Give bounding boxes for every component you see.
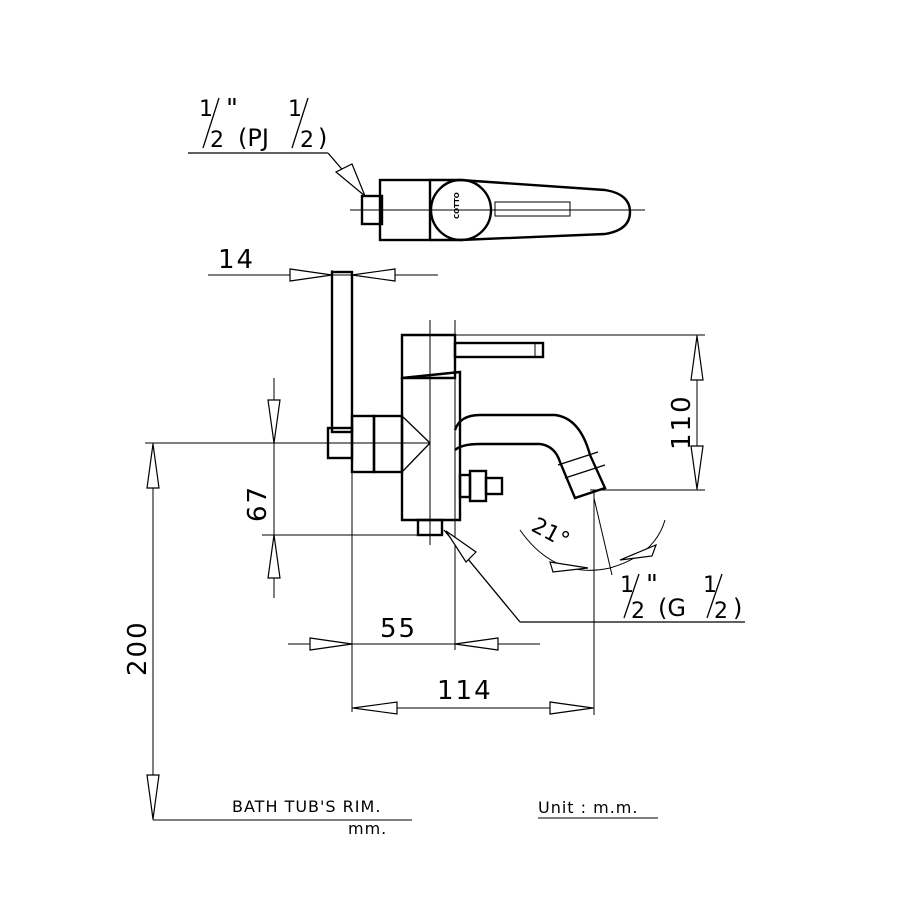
inlet-frac-bottom: 2 bbox=[210, 128, 224, 153]
unit-label: Unit : m.m. bbox=[538, 798, 638, 817]
side-body bbox=[400, 370, 462, 522]
dimension-14-value: 14 bbox=[218, 245, 255, 275]
dimension-67-value: 67 bbox=[243, 485, 273, 522]
spout bbox=[453, 413, 607, 500]
dimension-114-value: 114 bbox=[437, 676, 493, 706]
dimension-110: 110 bbox=[455, 334, 705, 491]
dimension-200: 200 bbox=[123, 442, 262, 820]
outlet-close: ) bbox=[733, 594, 742, 622]
inlet-quote: " bbox=[226, 94, 238, 124]
side-handle-base bbox=[400, 333, 457, 380]
outlet-quote: " bbox=[646, 570, 658, 600]
outlet-frac-bottom: 2 bbox=[631, 599, 645, 624]
dimension-14: 14 bbox=[208, 245, 438, 282]
dimension-114: 114 bbox=[352, 490, 595, 715]
outlet-thread-label: 1 2 " (G 1 2 ) bbox=[443, 529, 745, 624]
outlet-frac-top: 1 bbox=[620, 573, 634, 598]
side-handle-lever bbox=[453, 341, 545, 359]
brand-logo-text: COTTO bbox=[453, 192, 461, 219]
top-view: COTTO 1 2 " (PJ 1 2 ) bbox=[188, 94, 645, 242]
dimension-67: 67 bbox=[243, 378, 430, 598]
inlet-frac2-top: 1 bbox=[288, 97, 302, 122]
dimension-55-value: 55 bbox=[380, 614, 417, 644]
dimension-110-value: 110 bbox=[667, 394, 697, 450]
outlet-frac2-bottom: 2 bbox=[714, 599, 728, 624]
rim-unit: mm. bbox=[348, 819, 387, 838]
outlet-open: (G bbox=[658, 594, 686, 622]
inlet-frac-top: 1 bbox=[199, 97, 213, 122]
dimension-55: 55 bbox=[288, 472, 540, 712]
inlet-thread-label: 1 2 " (PJ 1 2 ) bbox=[199, 94, 327, 153]
inlet-close: ) bbox=[318, 124, 327, 152]
side-view bbox=[326, 270, 607, 650]
outlet-frac2-top: 1 bbox=[703, 573, 717, 598]
inlet-frac2-bottom: 2 bbox=[300, 128, 314, 153]
inlet-open: (PJ bbox=[238, 124, 269, 152]
top-lever bbox=[430, 178, 632, 242]
rim-label: BATH TUB'S RIM. bbox=[232, 797, 381, 816]
wall-pipe bbox=[330, 270, 354, 434]
angle-dimension: 21° bbox=[519, 497, 666, 576]
footer: BATH TUB'S RIM. mm. Unit : m.m. bbox=[153, 797, 658, 838]
dimension-200-value: 200 bbox=[123, 620, 153, 676]
